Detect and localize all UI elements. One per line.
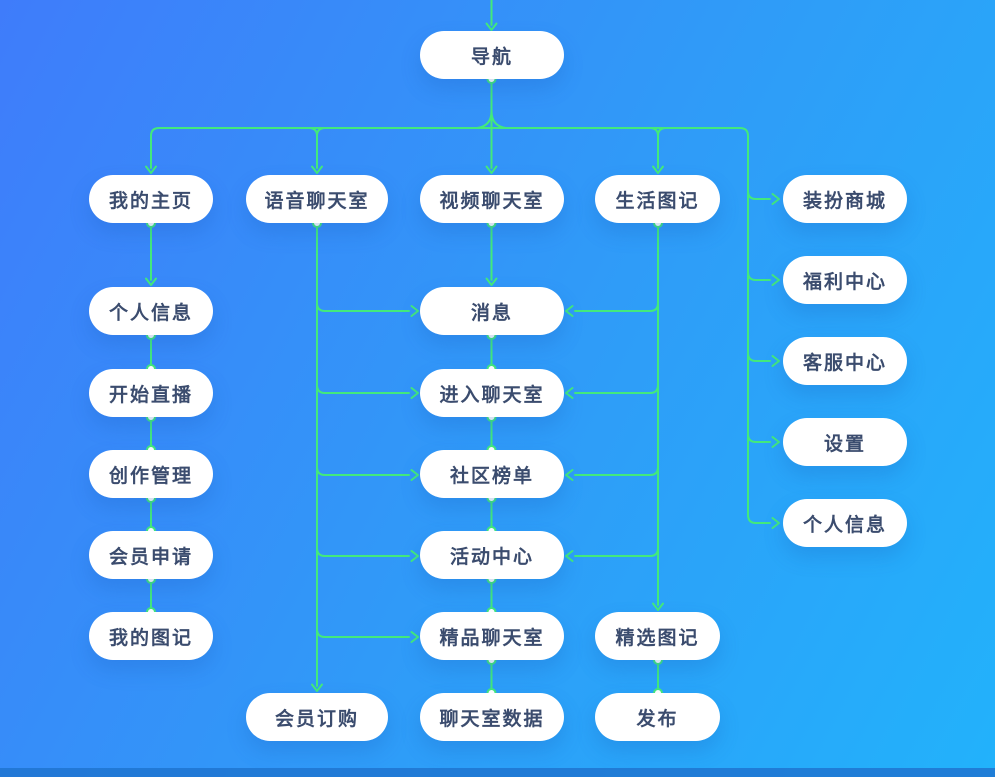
bottom-edge-strip bbox=[0, 768, 995, 777]
node-start-live[interactable]: 开始直播 bbox=[89, 369, 213, 417]
node-my-homepage[interactable]: 我的主页 bbox=[89, 175, 213, 223]
node-creation-management[interactable]: 创作管理 bbox=[89, 450, 213, 498]
node-welfare-center[interactable]: 福利中心 bbox=[783, 256, 907, 304]
connector-dots bbox=[146, 74, 663, 698]
edge-lines bbox=[150, 0, 771, 690]
node-settings[interactable]: 设置 bbox=[783, 418, 907, 466]
node-dress-up-mall[interactable]: 装扮商城 bbox=[783, 175, 907, 223]
node-my-journal[interactable]: 我的图记 bbox=[89, 612, 213, 660]
node-enter-chat-room[interactable]: 进入聊天室 bbox=[420, 369, 564, 417]
node-featured-journal[interactable]: 精选图记 bbox=[595, 612, 720, 660]
node-premium-chat-room[interactable]: 精品聊天室 bbox=[420, 612, 564, 660]
node-personal-info-left[interactable]: 个人信息 bbox=[89, 287, 213, 335]
node-nav[interactable]: 导航 bbox=[420, 31, 564, 79]
node-messages[interactable]: 消息 bbox=[420, 287, 564, 335]
node-member-purchase[interactable]: 会员订购 bbox=[246, 693, 388, 741]
node-membership-application[interactable]: 会员申请 bbox=[89, 531, 213, 579]
node-voice-chat-room[interactable]: 语音聊天室 bbox=[246, 175, 388, 223]
edge-arrowheads bbox=[145, 22, 780, 692]
node-publish[interactable]: 发布 bbox=[595, 693, 720, 741]
node-personal-info-right[interactable]: 个人信息 bbox=[783, 499, 907, 547]
node-chat-room-data[interactable]: 聊天室数据 bbox=[420, 693, 564, 741]
node-life-journal[interactable]: 生活图记 bbox=[595, 175, 720, 223]
node-community-ranking[interactable]: 社区榜单 bbox=[420, 450, 564, 498]
node-customer-service-center[interactable]: 客服中心 bbox=[783, 337, 907, 385]
node-activity-center[interactable]: 活动中心 bbox=[420, 531, 564, 579]
node-video-chat-room[interactable]: 视频聊天室 bbox=[420, 175, 564, 223]
